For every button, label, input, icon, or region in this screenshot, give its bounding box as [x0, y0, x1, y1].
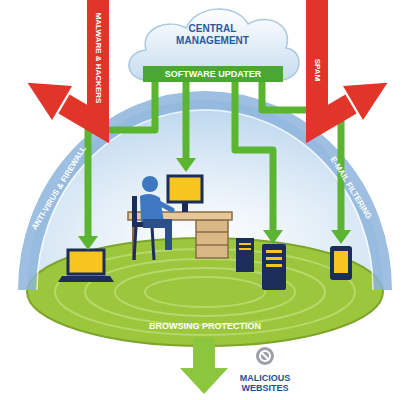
person-legs	[143, 219, 172, 250]
drawer-line	[196, 231, 228, 233]
laptop-base	[58, 276, 114, 282]
arrow-head	[263, 230, 283, 244]
laptop-screen	[68, 250, 104, 274]
chair-back	[132, 196, 137, 226]
monitor-stand	[182, 202, 188, 212]
pc-slot	[239, 243, 251, 245]
person-head	[142, 176, 158, 192]
arrow-head	[78, 236, 98, 250]
block-icon-slash	[261, 352, 269, 360]
browsing-arrow	[193, 338, 215, 370]
floor-ring	[85, 259, 325, 325]
chair-leg	[152, 227, 154, 260]
phone	[330, 246, 352, 280]
blocked-label: MALICIOUS WEBSITES	[229, 373, 301, 394]
node-text: CENTRAL MANAGEMENT	[165, 23, 260, 47]
floor-ring	[145, 277, 265, 307]
server-slot	[266, 250, 282, 253]
monitor	[168, 176, 202, 202]
arrow-head	[343, 83, 388, 120]
threat-label: SPAM	[312, 40, 321, 100]
server	[262, 244, 286, 290]
server-slot	[266, 264, 282, 267]
threat-label: MALWARE & HACKERS	[93, 0, 102, 118]
arrow-head	[180, 368, 228, 394]
person-arm	[157, 202, 172, 210]
arrow-head	[176, 158, 196, 172]
arrow-head	[28, 83, 73, 120]
chair-leg	[134, 227, 136, 260]
pc-tower	[236, 238, 254, 272]
block-icon	[256, 347, 274, 365]
update-arrows	[88, 82, 341, 238]
block-icon-ring	[260, 351, 270, 361]
desk-drawers	[196, 220, 228, 258]
person-body	[140, 194, 164, 222]
arrow-head	[331, 230, 351, 244]
pc-slot	[239, 248, 251, 250]
server-slot	[266, 257, 282, 260]
threat-arrow	[64, 0, 98, 124]
update-arrow	[235, 82, 273, 232]
floor-ring	[55, 249, 355, 335]
cloud-node: CENTRAL MANAGEMENT SOFTWARE UPDATER	[118, 0, 308, 88]
node-text: SOFTWARE UPDATER	[143, 66, 283, 82]
floor-label: BROWSING PROTECTION	[120, 321, 290, 331]
threat-arrow	[317, 0, 351, 124]
drawer-line	[196, 244, 228, 246]
updater-band: SOFTWARE UPDATER	[143, 66, 283, 82]
phone-screen	[334, 251, 348, 273]
update-arrow	[183, 82, 190, 160]
